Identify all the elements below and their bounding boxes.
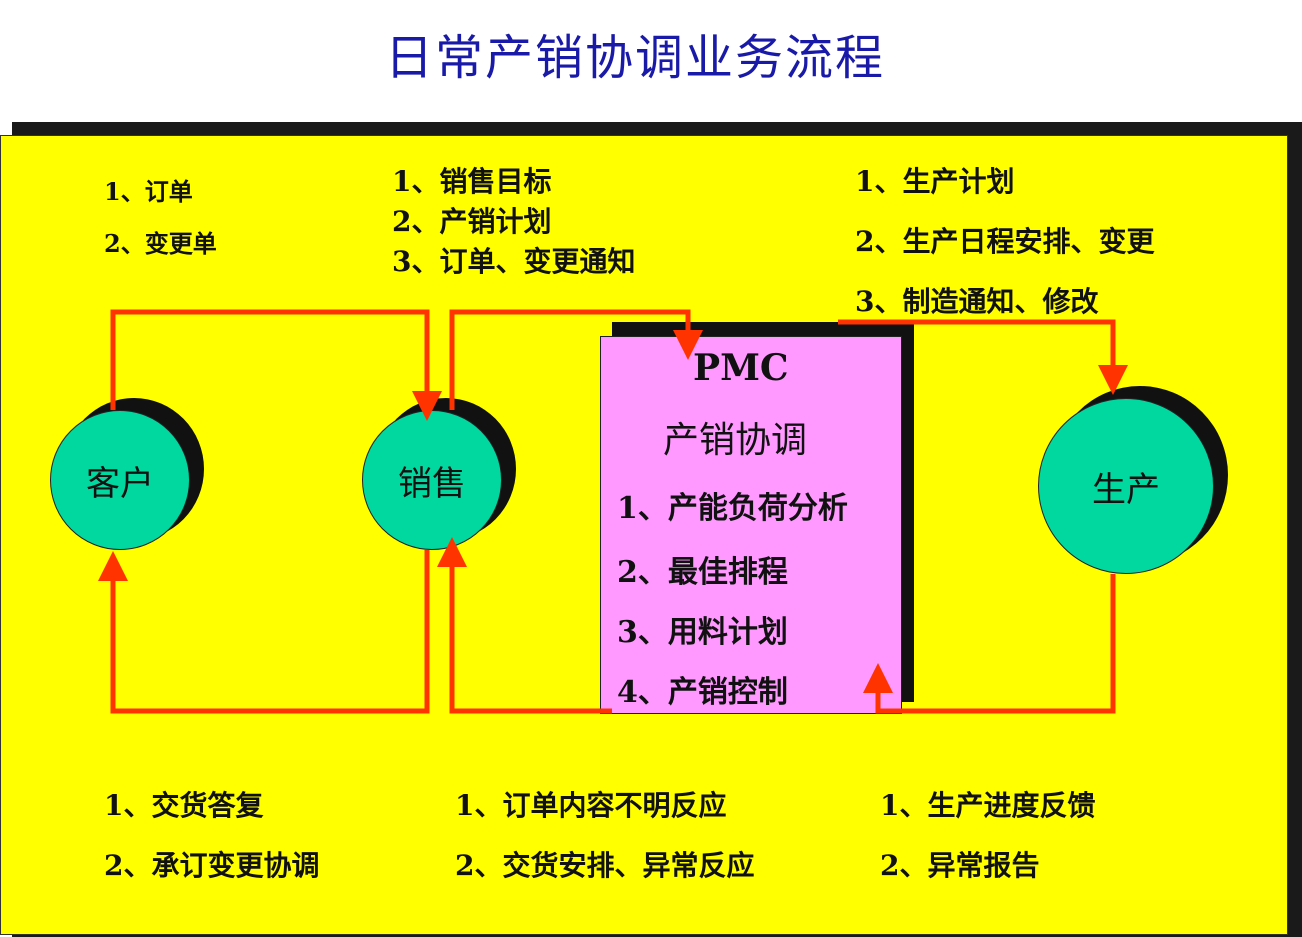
pmc-heading: PMC bbox=[693, 347, 789, 389]
label-sales-plan: 2、产销计划 bbox=[392, 205, 552, 238]
label-order-change-coordination: 2、承订变更协调 bbox=[104, 849, 320, 882]
label-delivery-arrangement: 2、交货安排、异常反应 bbox=[455, 849, 755, 882]
label-order: 1、订单 bbox=[104, 177, 193, 206]
label-change-order: 2、变更单 bbox=[104, 229, 217, 258]
label-production-schedule: 2、生产日程安排、变更 bbox=[855, 225, 1155, 258]
pmc-item-scheduling: 2、最佳排程 bbox=[617, 555, 788, 590]
label-order-change-notice: 3、订单、变更通知 bbox=[392, 245, 636, 278]
arrow-customer-to-sales bbox=[110, 309, 442, 421]
arrow-sales-to-customer bbox=[98, 550, 430, 714]
production-node: 生产 bbox=[1038, 398, 1214, 574]
page-title: 日常产销协调业务流程 bbox=[384, 30, 885, 86]
arrow-pmc-to-sales bbox=[437, 537, 612, 714]
label-delivery-reply: 1、交货答复 bbox=[104, 789, 264, 822]
label-exception-report: 2、异常报告 bbox=[880, 849, 1040, 882]
label-sales-target: 1、销售目标 bbox=[392, 165, 552, 198]
arrow-production-to-pmc bbox=[863, 574, 1116, 714]
pmc-subheading: 产销协调 bbox=[663, 420, 808, 461]
pmc-box: PMC 产销协调 1、产能负荷分析 2、最佳排程 3、用料计划 4、产销控制 bbox=[600, 336, 902, 714]
arrow-pmc-to-production bbox=[838, 319, 1128, 395]
label-production-plan: 1、生产计划 bbox=[855, 165, 1015, 198]
pmc-item-control: 4、产销控制 bbox=[617, 675, 788, 710]
pmc-item-material-plan: 3、用料计划 bbox=[617, 615, 788, 650]
customer-node: 客户 bbox=[50, 410, 190, 550]
arrow-sales-to-pmc bbox=[449, 309, 703, 410]
label-manufacturing-notice: 3、制造通知、修改 bbox=[855, 285, 1099, 318]
sales-node: 销售 bbox=[362, 410, 502, 550]
label-unclear-order-feedback: 1、订单内容不明反应 bbox=[455, 789, 727, 822]
pmc-item-capacity: 1、产能负荷分析 bbox=[617, 491, 848, 526]
label-production-progress: 1、生产进度反馈 bbox=[880, 789, 1096, 822]
